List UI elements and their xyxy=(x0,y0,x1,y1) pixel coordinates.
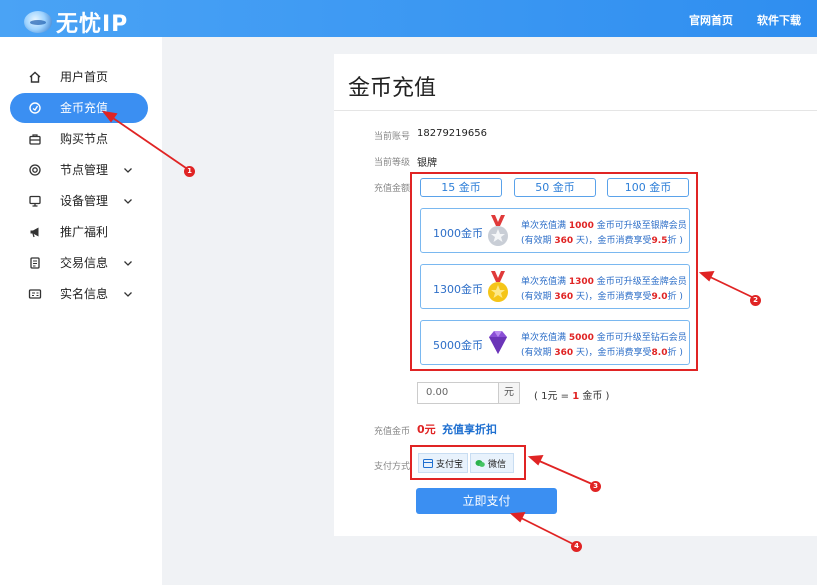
document-icon xyxy=(28,256,42,270)
coins-label: 充值金币 xyxy=(374,427,411,437)
level-value: 银牌 xyxy=(417,158,437,169)
quick-amount-50[interactable]: 50 金币 xyxy=(514,178,596,197)
sidebar-item-buy-node[interactable]: 购买节点 xyxy=(10,124,148,154)
bag-icon xyxy=(28,132,42,146)
wechat-pay-button[interactable]: 微信 xyxy=(470,453,514,473)
annotation-marker-1: 1 xyxy=(184,166,195,177)
package-desc-line1: 单次充值满 5000 金币可升级至钻石会员 xyxy=(521,333,687,343)
account-value: 18279219656 xyxy=(417,128,487,139)
node-icon xyxy=(28,163,42,177)
sidebar-item-coin-recharge[interactable]: 金币充值 xyxy=(10,93,148,123)
package-1300[interactable]: 1300金币 单次充值满 1300 金币可升级至金牌会员 (有效期 360 天)… xyxy=(420,264,690,309)
title-divider xyxy=(334,110,817,111)
package-desc-line1: 单次充值满 1000 金币可升级至银牌会员 xyxy=(521,221,687,231)
annotation-box-payment xyxy=(410,445,526,480)
package-amount: 5000金币 xyxy=(433,339,483,352)
package-desc-line2: (有效期 360 天)，金币消费享受9.5折 ) xyxy=(521,236,683,246)
app-name: 无忧IP xyxy=(56,12,129,37)
quick-amount-15[interactable]: 15 金币 xyxy=(420,178,502,197)
pay-method-label: 支付方式 xyxy=(374,462,411,472)
package-desc-line2: (有效期 360 天)，金币消费享受9.0折 ) xyxy=(521,292,683,302)
chevron-down-icon xyxy=(122,195,134,207)
annotation-marker-2: 2 xyxy=(750,295,761,306)
megaphone-icon xyxy=(28,225,42,239)
sidebar-item-transactions[interactable]: 交易信息 xyxy=(10,248,148,278)
official-home-link[interactable]: 官网首页 xyxy=(689,14,733,27)
quick-amount-100[interactable]: 100 金币 xyxy=(607,178,689,197)
wechat-label: 微信 xyxy=(488,459,507,470)
package-desc-line1: 单次充值满 1300 金币可升级至金牌会员 xyxy=(521,277,687,287)
annotation-box-packages xyxy=(410,172,698,371)
annotation-marker-4: 4 xyxy=(571,541,582,552)
alipay-button[interactable]: 支付宝 xyxy=(418,453,468,473)
package-1000[interactable]: 1000金币 单次充值满 1000 金币可升级至银牌会员 (有效期 360 天)… xyxy=(420,208,690,253)
sidebar-item-label: 购买节点 xyxy=(60,132,109,146)
sidebar-item-label: 实名信息 xyxy=(60,287,109,301)
logo[interactable]: 无忧IP xyxy=(24,6,128,38)
level-label: 当前等级 xyxy=(374,158,411,168)
coins-value: 0元 xyxy=(417,423,436,436)
sidebar-item-node-management[interactable]: 节点管理 xyxy=(10,155,148,185)
annotation-marker-3: 3 xyxy=(590,481,601,492)
package-amount: 1300金币 xyxy=(433,283,483,296)
exchange-rate: ( 1元 = 1 金币 ) xyxy=(534,391,610,402)
sidebar-item-label: 设备管理 xyxy=(60,194,109,208)
chevron-down-icon xyxy=(122,257,134,269)
sidebar-item-label: 用户首页 xyxy=(60,70,109,84)
sidebar-item-label: 节点管理 xyxy=(60,163,109,177)
sidebar-item-user-home[interactable]: 用户首页 xyxy=(10,62,148,92)
sidebar-item-label: 交易信息 xyxy=(60,256,109,270)
pay-now-button[interactable]: 立即支付 xyxy=(416,488,557,514)
coin-icon xyxy=(28,101,42,115)
package-amount: 1000金币 xyxy=(433,227,483,240)
gold-medal-icon xyxy=(483,270,513,304)
card-icon xyxy=(423,458,433,468)
sidebar-item-real-name[interactable]: 实名信息 xyxy=(10,279,148,309)
sidebar-item-promotion[interactable]: 推广福利 xyxy=(10,217,148,247)
logo-icon xyxy=(24,11,52,33)
package-desc-line2: (有效期 360 天)，金币消费享受8.0折 ) xyxy=(521,348,683,358)
software-download-link[interactable]: 软件下载 xyxy=(757,14,801,27)
sidebar-item-device-management[interactable]: 设备管理 xyxy=(10,186,148,216)
id-card-icon xyxy=(28,287,42,301)
sidebar: 用户首页 金币充值 购买节点 节点管理 设备管理 推广福利 xyxy=(0,37,162,585)
amount-label: 充值金额 xyxy=(374,184,411,194)
alipay-label: 支付宝 xyxy=(436,459,464,470)
silver-medal-icon xyxy=(483,214,513,248)
sidebar-item-label: 推广福利 xyxy=(60,225,109,239)
device-icon xyxy=(28,194,42,208)
page-title: 金币充值 xyxy=(348,76,437,101)
account-label: 当前账号 xyxy=(374,132,411,142)
chevron-down-icon xyxy=(122,164,134,176)
package-5000[interactable]: 5000金币 单次充值满 5000 金币可升级至钻石会员 (有效期 360 天)… xyxy=(420,320,690,365)
amount-input[interactable]: 0.00 xyxy=(417,382,498,404)
recharge-discount-link[interactable]: 充值享折扣 xyxy=(442,423,497,436)
home-icon xyxy=(28,70,42,84)
diamond-icon xyxy=(483,326,513,360)
chevron-down-icon xyxy=(122,288,134,300)
wechat-icon xyxy=(475,459,485,467)
top-bar: 无忧IP 官网首页 软件下载 xyxy=(0,0,817,37)
amount-unit: 元 xyxy=(498,382,520,404)
sidebar-item-label: 金币充值 xyxy=(60,101,109,115)
